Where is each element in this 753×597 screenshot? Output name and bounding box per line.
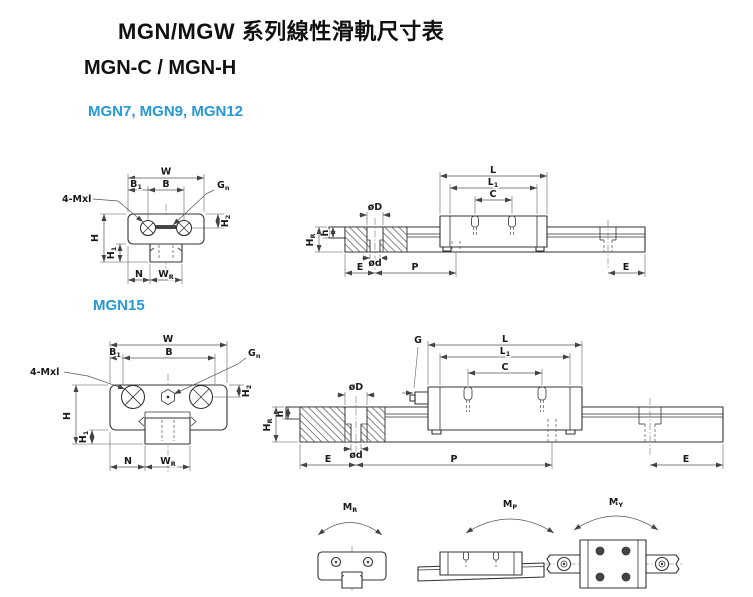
- moment-mp-group: MP: [417, 498, 555, 582]
- dim-label-h1: H1: [78, 430, 90, 443]
- series-label-mgn7-9-12: MGN7, MGN9, MGN12: [88, 103, 244, 120]
- dim-label-p: P: [412, 262, 419, 273]
- dim-label-e-left: E: [357, 262, 364, 273]
- dim-label-screws: 4-Mxl: [30, 367, 59, 378]
- section-heading: MGN-C / MGN-H: [84, 57, 237, 79]
- moment-mp-arrow: [465, 518, 555, 534]
- front-view-dimensions: W B B1 Gn 4-Mxl H2 H H1 N WR: [29, 333, 262, 471]
- dim-label-n: N: [124, 456, 132, 467]
- dim-label-hr: HR: [305, 234, 317, 247]
- dim-label-h1: H1: [106, 246, 118, 259]
- dim-label-dia-d-big: øD: [349, 382, 364, 393]
- dim-label-b1: B1: [109, 347, 121, 359]
- dim-label-b: B: [165, 347, 172, 358]
- page-title: MGN/MGW 系列線性滑軌尺寸表: [118, 19, 445, 44]
- moment-mr-group: MR: [317, 501, 387, 592]
- mgn15-front-view-diagram: W B B1 Gn 4-Mxl H2 H H1 N WR: [29, 333, 262, 474]
- dim-label-wr: WR: [158, 269, 174, 281]
- dim-label-gn: Gn: [248, 348, 261, 360]
- dim-label-h2: H2: [220, 215, 232, 227]
- dim-label-screws: 4-Mxl: [62, 194, 91, 205]
- dim-label-l: L: [490, 165, 496, 176]
- moment-directions-diagram: MR MP MY: [317, 496, 682, 592]
- dim-label-dia-d-small: ød: [349, 450, 362, 461]
- dim-label-dia-d-big: øD: [368, 202, 383, 213]
- series-label-mgn15: MGN15: [93, 297, 145, 314]
- moment-my-group: MY: [544, 496, 682, 589]
- dim-label-n: N: [135, 269, 143, 280]
- dim-label-h-height: H: [62, 412, 73, 420]
- dim-label-b1: B1: [130, 179, 142, 191]
- dim-label-e-left: E: [325, 454, 332, 465]
- dim-label-wr: WR: [160, 456, 176, 468]
- dim-label-w: W: [163, 334, 174, 345]
- front-view-part: [109, 374, 228, 474]
- side-view-part: [328, 215, 646, 270]
- dim-label-hr: HR: [262, 419, 274, 432]
- dim-label-e-right: E: [683, 454, 690, 465]
- dim-label-gn: Gn: [217, 180, 230, 192]
- dim-label-l: L: [502, 334, 508, 345]
- mgn15-side-view-diagram: G L L1 C øD ød h HR E P E: [261, 333, 724, 469]
- mgn7-9-12-side-view-diagram: L L1 C øD ød h HR E P E: [304, 164, 646, 277]
- dim-label-l1: L1: [500, 346, 511, 358]
- side-view-dimensions: G L L1 C øD ød h HR E P E: [261, 333, 724, 469]
- dim-label-e-right: E: [623, 262, 630, 273]
- dim-label-h-rail: h: [275, 410, 286, 417]
- side-view-dimensions: L L1 C øD ød h HR E P E: [304, 164, 646, 277]
- dim-label-g: G: [414, 335, 422, 346]
- dim-label-dia-d-small: ød: [368, 258, 381, 269]
- side-view-part: [285, 386, 724, 456]
- dim-label-p: P: [451, 454, 458, 465]
- dim-label-c: C: [502, 362, 509, 373]
- moment-my-label: MY: [609, 497, 623, 509]
- dim-label-h-rail: h: [320, 229, 331, 236]
- mgn7-9-12-front-view-diagram: W B B1 Gn 4-Mxl H2 H H1 N WR: [61, 165, 233, 284]
- dim-label-w: W: [161, 167, 172, 178]
- dim-label-h-height: H: [90, 234, 101, 242]
- moment-mr-label: MR: [343, 502, 357, 514]
- front-view-dimensions: W B B1 Gn 4-Mxl H2 H H1 N WR: [61, 165, 233, 284]
- dim-label-c: C: [490, 189, 497, 200]
- dim-label-h2: H2: [241, 385, 253, 397]
- front-view-part: [127, 204, 205, 272]
- dim-label-l1: L1: [488, 177, 499, 189]
- moment-mr-arrow: [317, 522, 383, 536]
- moment-my-arrow: [573, 515, 659, 531]
- moment-mp-label: MP: [503, 499, 517, 511]
- dim-label-b: B: [162, 179, 169, 190]
